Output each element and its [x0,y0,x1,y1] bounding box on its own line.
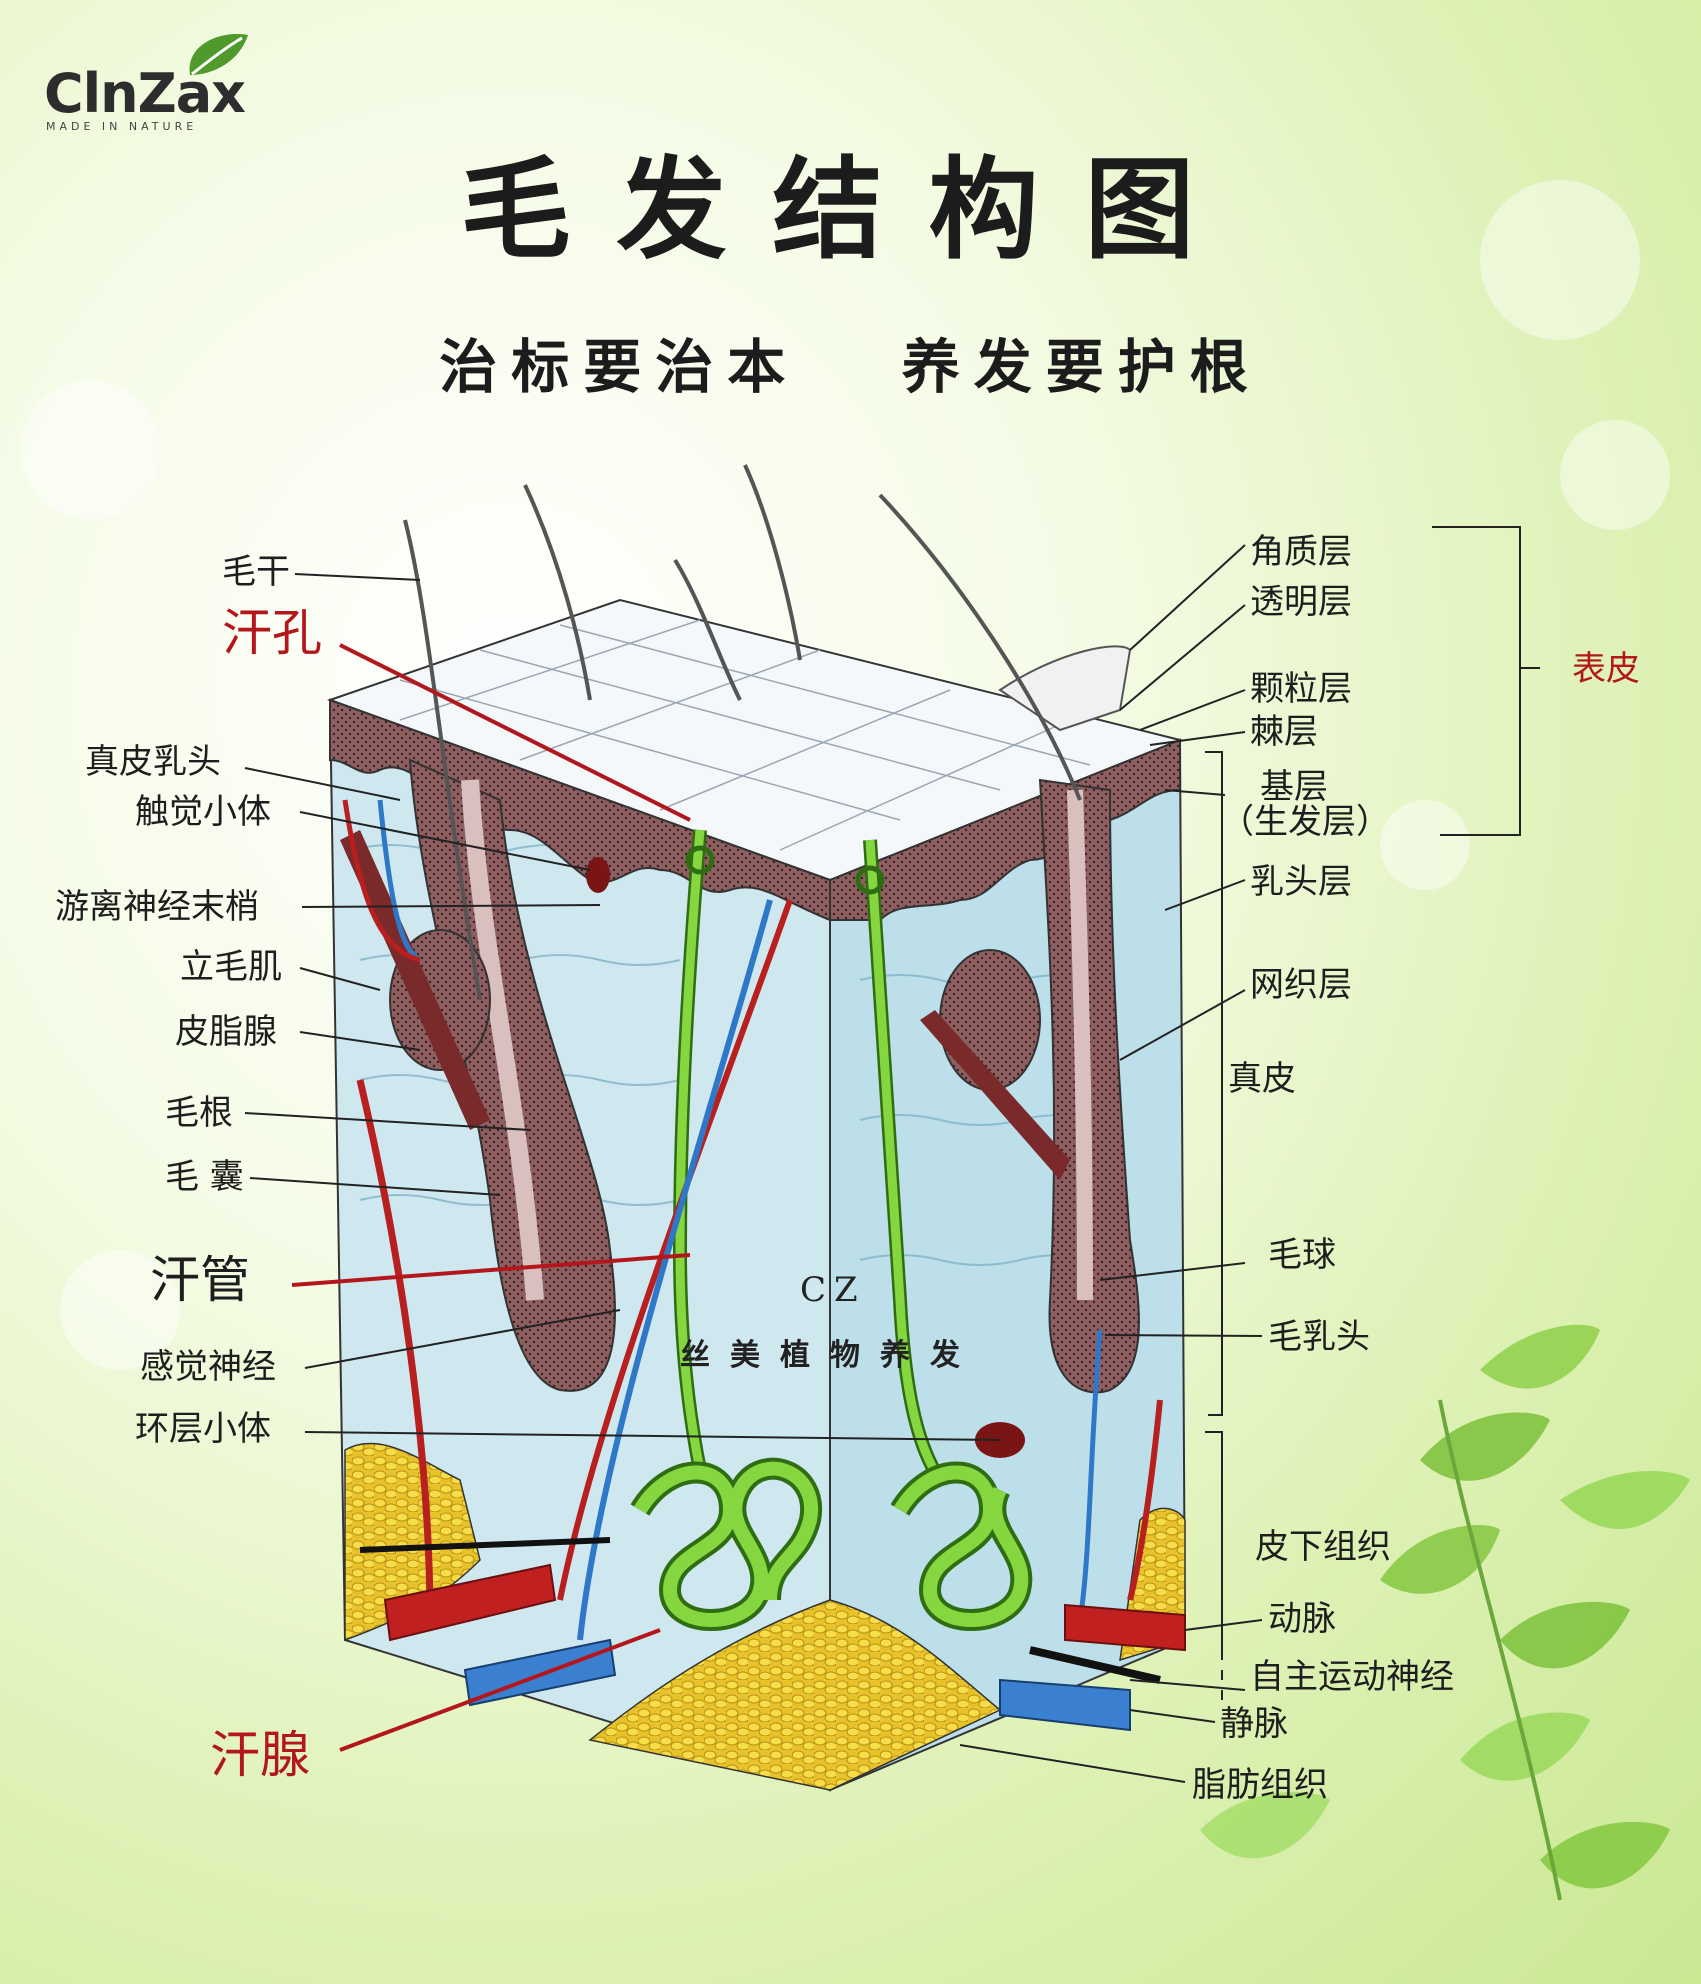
label-papillary-layer: 乳头层 [1250,862,1352,902]
epidermis-bracket [1432,526,1521,836]
bokeh-light [1480,180,1640,340]
sebaceous-gland-right [939,949,1041,1091]
label-stratum-lucidum: 透明层 [1250,582,1352,622]
arrector-pili-left [340,830,490,1130]
label-tactile-corpuscle: 触觉小体 [135,792,271,832]
subcutaneous-bracket [1205,1431,1223,1700]
logo-wordmark: ClnZax [44,62,246,125]
page-subtitle: 治标要治本 养发要护根 [439,333,1262,401]
tactile-corpuscle [586,857,610,893]
nerve-right [1029,1646,1161,1684]
label-dermis: 真皮 [1228,1059,1296,1099]
label-sensory-nerve: 感觉神经 [140,1347,276,1387]
sweat-gland-right [855,839,1033,1631]
page-title: 毛发结构图 [460,145,1241,274]
label-sweat-duct: 汗管 [150,1251,250,1309]
label-stratum-spinosum: 棘层 [1250,712,1318,752]
label-adipose: 脂肪组织 [1192,1765,1328,1805]
label-autonomic-nerve: 自主运动神经 [1250,1657,1454,1697]
label-arrector-pili: 立毛肌 [180,947,282,987]
label-hair-root: 毛根 [165,1093,233,1133]
label-stratum-basale: 基层 [1260,767,1328,807]
watermark-code: CZ [800,1270,866,1310]
artery-right [1064,1603,1186,1652]
label-epidermis: 表皮 [1572,649,1640,689]
arrector-pili-right [920,1010,1070,1180]
decorative-leaves [1200,1324,1690,1901]
bokeh-light [1380,800,1470,890]
label-dermal-papilla: 真皮乳头 [85,742,221,782]
epidermis-right [829,738,1181,921]
bokeh-light [60,1250,180,1370]
label-hair-bulb: 毛球 [1268,1235,1336,1275]
label-pacinian-corpuscle: 环层小体 [135,1409,271,1449]
label-hair-follicle: 毛 囊 [165,1157,244,1197]
label-hair-papilla: 毛乳头 [1268,1317,1370,1357]
watermark-text: 丝美植物养发 [680,1338,980,1373]
brand-logo: ClnZax MADE IN NATURE [40,30,260,140]
artery-left [383,1563,557,1642]
leader-lines [244,544,1263,1783]
logo-tagline: MADE IN NATURE [46,120,198,133]
label-stratum-corneum: 角质层 [1250,532,1352,572]
vein-right [999,1678,1131,1732]
label-sweat-gland: 汗腺 [210,1726,310,1784]
label-vein: 静脉 [1220,1704,1288,1744]
dermis-bracket [1205,751,1223,1416]
label-reticular-layer: 网织层 [1250,965,1352,1005]
label-stratum-granulosum: 颗粒层 [1250,669,1352,709]
nerve-left [359,1537,611,1553]
epidermis-left [329,698,831,922]
label-germinal-layer: （生发层） [1220,802,1390,842]
label-free-nerve-ending: 游离神经末梢 [55,887,259,927]
label-artery: 动脉 [1268,1599,1336,1639]
label-subcutaneous: 皮下组织 [1255,1527,1391,1567]
bokeh-light [1560,420,1670,530]
leaf-icon [189,34,248,76]
red-leader-lines [291,643,691,1752]
adipose-left [344,1442,481,1642]
label-sebaceous-gland: 皮脂腺 [175,1012,277,1052]
label-hair-shaft: 毛干 [222,552,290,592]
label-sweat-pore: 汗孔 [222,604,322,662]
bokeh-light [20,380,160,520]
adipose-center [588,1599,1002,1791]
